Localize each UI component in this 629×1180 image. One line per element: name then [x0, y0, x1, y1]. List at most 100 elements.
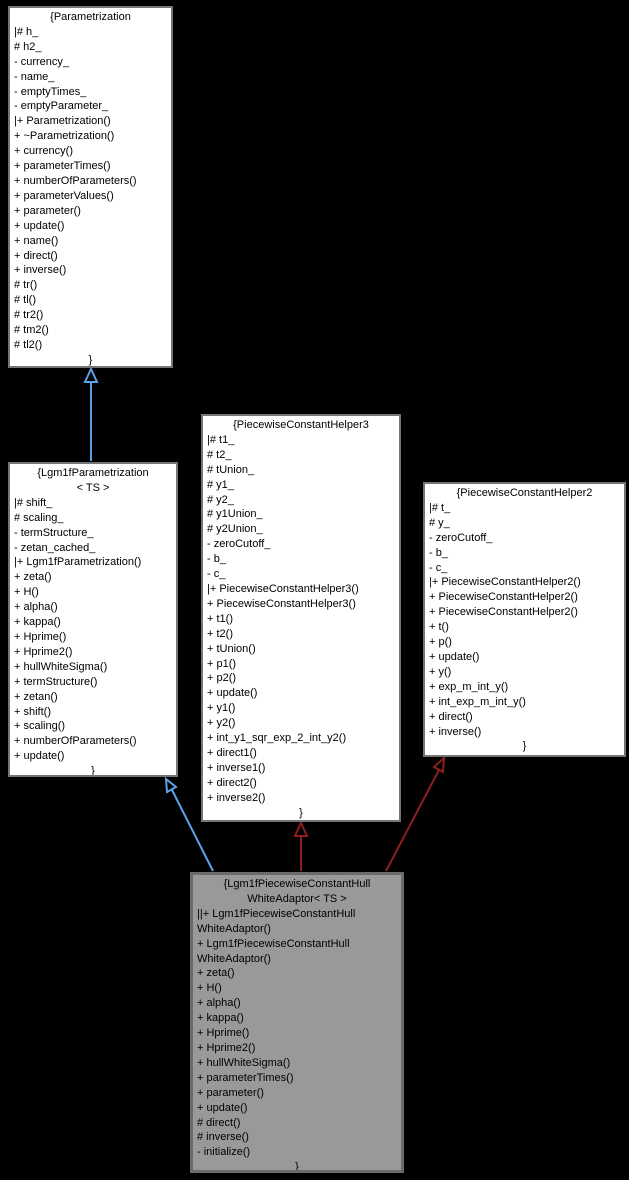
class-box-lgm1f-parametrization[interactable]: {Lgm1fParametrization< TS > |# shift_# s… — [8, 462, 178, 777]
class-text-line: + direct2() — [207, 776, 257, 789]
class-text-line: + currency() — [14, 145, 73, 158]
class-text-line: |# h_ — [14, 25, 39, 38]
class-text-line: # tUnion_ — [207, 463, 255, 476]
class-box-piecewise-constant-helper3[interactable]: {PiecewiseConstantHelper3 |# t1_ # t2_ # t… — [201, 414, 401, 822]
class-text-line: + H() — [197, 982, 222, 995]
class-closing-brace: } — [299, 806, 303, 819]
class-text-line: + update() — [429, 650, 480, 663]
class-text-line: # tl2() — [14, 338, 43, 351]
class-text-line: - emptyParameter_ — [14, 100, 109, 113]
class-box-parametrization[interactable]: {Parametrization |# h_# h2_- currency_- … — [8, 6, 173, 368]
class-text-line: + y1() — [207, 702, 236, 715]
class-text-line: + zeta() — [197, 967, 235, 980]
class-text-line: + parameterValues() — [14, 189, 114, 202]
class-text-line: + update() — [207, 687, 258, 700]
class-closing-brace: } — [295, 1161, 299, 1173]
class-text-line: {Lgm1fParametrization — [37, 467, 149, 479]
class-text-line: - c_ — [207, 568, 226, 581]
class-text-line: + int_y1_sqr_exp_2_int_y2() — [207, 732, 347, 745]
class-title-piecewise-constant-helper2: {PiecewiseConstantHelper2 — [425, 486, 624, 501]
class-text-line: - emptyTimes_ — [14, 85, 87, 98]
class-closing-brace: } — [91, 765, 95, 777]
class-text-line: + y2() — [207, 717, 236, 730]
class-text-line: + update() — [197, 1101, 248, 1114]
class-text-line: |+ Parametrization() — [14, 115, 111, 128]
class-text-line: # t2_ — [207, 448, 232, 461]
class-text-line: - zeroCutoff_ — [207, 538, 271, 551]
class-text-line: + t() — [429, 621, 449, 634]
class-text-line: + p1() — [207, 657, 237, 670]
class-text-line: + update() — [14, 750, 65, 763]
class-text-line: WhiteAdaptor() — [197, 952, 271, 965]
class-text-line: - termStructure_ — [14, 526, 94, 539]
class-text-line: |+ PiecewiseConstantHelper2() — [429, 576, 581, 589]
class-text-line: + p2() — [207, 672, 237, 685]
class-text-line: WhiteAdaptor() — [197, 922, 271, 935]
class-text-line: + t2() — [207, 627, 233, 640]
class-text-line: + zetan() — [14, 690, 58, 703]
class-title-lgm1f-parametrization: {Lgm1fParametrization < TS > — [10, 466, 176, 496]
class-text-line: + y() — [429, 665, 452, 678]
class-text-line: # tm2() — [14, 324, 49, 337]
class-text-line: + kappa() — [14, 616, 61, 629]
class-text-line: # y1_ — [207, 478, 234, 491]
class-text-line: + termStructure() — [14, 675, 98, 688]
class-text-line: + parameter() — [14, 204, 81, 217]
class-text-line: + update() — [14, 219, 65, 232]
class-text-line: - c_ — [429, 561, 448, 574]
class-text-line: # direct() — [197, 1116, 241, 1129]
class-text-line: + hullWhiteSigma() — [14, 660, 108, 673]
class-text-line: ||+ Lgm1fPiecewiseConstantHull — [197, 907, 356, 920]
class-members-parametrization: |# h_# h2_- currency_- name_- emptyTimes… — [10, 25, 171, 353]
class-text-line: + tUnion() — [207, 642, 256, 655]
class-text-line: + alpha() — [14, 601, 58, 614]
class-text-line: + numberOfParameters() — [14, 174, 137, 187]
class-text-line: + parameter() — [197, 1086, 264, 1099]
class-text-line: + ~Parametrization() — [14, 130, 115, 143]
class-box-piecewise-constant-helper2[interactable]: {PiecewiseConstantHelper2 |# t_ # y_ - zer… — [423, 482, 626, 757]
class-text-line: + inverse() — [429, 725, 482, 738]
class-text-line: + inverse2() — [207, 791, 266, 804]
class-text-line: |+ Lgm1fParametrization() — [14, 556, 142, 569]
class-text-line: {PiecewiseConstantHelper2 — [456, 487, 593, 499]
class-text-line: + shift() — [14, 705, 51, 718]
class-text-line: + PiecewiseConstantHelper3() — [207, 597, 356, 610]
class-text-line: + exp_m_int_y() — [429, 680, 509, 693]
class-text-line: {PiecewiseConstantHelper3 — [233, 419, 369, 431]
class-text-line: + direct() — [429, 710, 473, 723]
class-text-line: < TS > — [76, 481, 110, 494]
class-text-line: |# shift_ — [14, 496, 53, 509]
class-text-line: |+ PiecewiseConstantHelper3() — [207, 582, 359, 595]
class-text-line: # h2_ — [14, 40, 42, 53]
class-text-line: |# t1_ — [207, 433, 235, 446]
class-text-line: # tr2() — [14, 309, 44, 322]
class-text-line: - initialize() — [197, 1146, 251, 1159]
inheritance-arrow-lgm1f-to-parametrization — [83, 366, 99, 461]
class-text-line: + t1() — [207, 612, 233, 625]
class-text-line: # tr() — [14, 279, 38, 292]
class-title-piecewise-constant-helper3: {PiecewiseConstantHelper3 — [203, 418, 399, 433]
class-text-line: + direct() — [14, 249, 58, 262]
class-text-line: {Parametrization — [50, 11, 131, 23]
class-text-line: # y_ — [429, 516, 450, 529]
class-text-line: WhiteAdaptor< TS > — [247, 892, 347, 905]
class-text-line: + int_exp_m_int_y() — [429, 695, 526, 708]
class-text-line: + PiecewiseConstantHelper2() — [429, 591, 578, 604]
class-text-line: - zeroCutoff_ — [429, 531, 493, 544]
class-members-piecewise-constant-helper3: |# t1_# t2_# tUnion_# y1_# y2_# y1Union_… — [203, 433, 399, 806]
class-members-piecewise-constant-helper2: |# t_ # y_ - zeroCutoff_ - b_ - c_ |+ Piecewi… — [425, 501, 624, 740]
class-text-line: + hullWhiteSigma() — [197, 1056, 291, 1069]
class-text-line: - name_ — [14, 70, 55, 83]
class-text-line: + parameterTimes() — [197, 1071, 294, 1084]
class-text-line: + Hprime() — [197, 1027, 250, 1040]
class-text-line: |# t_ — [429, 501, 451, 514]
class-closing-brace: } — [522, 740, 527, 753]
class-text-line: # y2_ — [207, 493, 234, 506]
class-text-line: - b_ — [429, 546, 448, 559]
class-text-line: + numberOfParameters() — [14, 735, 137, 748]
class-text-line: # y2Union_ — [207, 523, 263, 536]
